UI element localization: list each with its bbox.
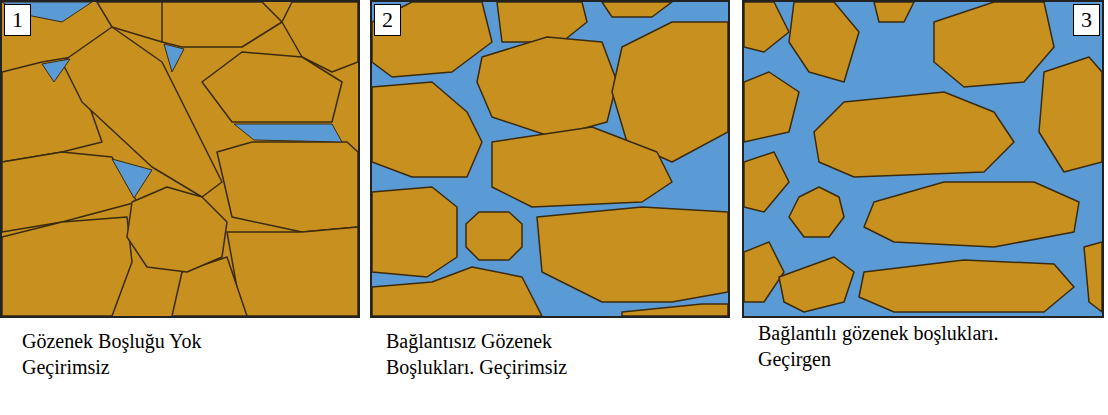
panel-number-text: 3 — [1081, 7, 1092, 32]
grain-illustration — [2, 2, 358, 316]
grain-panel: Gözenek Boşluğu Yok Geçirimsiz1 — [0, 0, 360, 318]
panel-caption: Gözenek Boşluğu Yok Geçirimsiz — [22, 328, 242, 380]
panel-number: 3 — [1073, 4, 1100, 36]
panel-caption: Bağlantılı gözenek boşlukları. Geçirgen — [758, 320, 1010, 372]
panel-number-text: 2 — [382, 7, 393, 32]
grain-panel: Bağlantılı gözenek boşlukları. Geçirgen3 — [742, 0, 1104, 318]
grain-panel: Bağlantısız Gözenek Boşlukları. Geçirims… — [370, 0, 730, 318]
grain-illustration — [744, 2, 1102, 316]
grain-illustration — [372, 2, 728, 316]
panel-number-text: 1 — [12, 7, 23, 32]
panel-number: 1 — [4, 4, 31, 36]
panel-number: 2 — [374, 4, 401, 36]
panel-caption: Bağlantısız Gözenek Boşlukları. Geçirims… — [386, 328, 626, 380]
